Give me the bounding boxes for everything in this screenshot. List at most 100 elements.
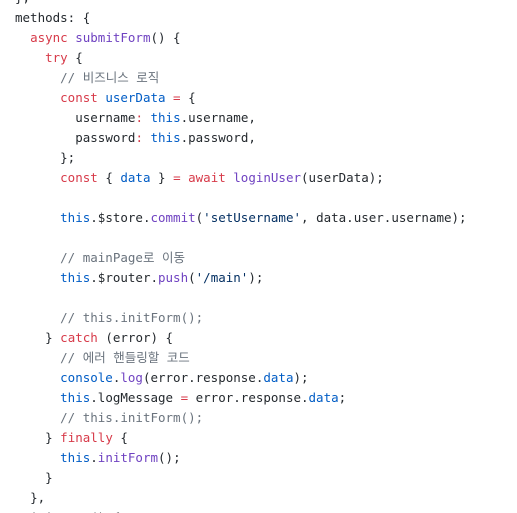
code-indent bbox=[15, 70, 60, 85]
code-line: // this.initForm(); bbox=[15, 408, 517, 428]
code-token-method: commit bbox=[150, 210, 196, 225]
code-indent bbox=[15, 90, 60, 105]
code-token-plain: .$store. bbox=[90, 210, 151, 225]
code-token-plain: (error.response. bbox=[142, 370, 264, 385]
code-token-comment: // 에러 핸들링할 코드 bbox=[60, 350, 190, 365]
code-indent bbox=[15, 210, 60, 225]
code-token-plain: () { bbox=[150, 30, 181, 45]
code-token-plain: ; bbox=[338, 390, 347, 405]
code-token-comment: // 비즈니스 로직 bbox=[60, 70, 160, 85]
code-line: }, bbox=[15, 0, 517, 8]
code-token-prop: this bbox=[60, 210, 91, 225]
code-token-keyword: try bbox=[45, 50, 68, 65]
code-token-string: 'setUsername' bbox=[203, 210, 302, 225]
code-token-keyword: catch bbox=[60, 330, 98, 345]
code-line: password: this.password, bbox=[15, 128, 517, 148]
code-indent bbox=[15, 310, 60, 325]
code-line: // this.initForm(); bbox=[15, 308, 517, 328]
code-indent bbox=[15, 110, 75, 125]
code-line: // 에러 핸들링할 코드 bbox=[15, 348, 517, 368]
code-line bbox=[15, 188, 517, 208]
code-token-keyword: = bbox=[165, 90, 189, 105]
code-token-plain: }, bbox=[15, 0, 30, 5]
code-line bbox=[15, 288, 517, 308]
code-token-keyword: : bbox=[135, 130, 151, 145]
code-line: } bbox=[15, 468, 517, 488]
code-token-plain: (userData); bbox=[301, 170, 384, 185]
code-token-keyword: = bbox=[180, 390, 189, 405]
code-line: async submitForm() { bbox=[15, 28, 517, 48]
code-line: const userData = { bbox=[15, 88, 517, 108]
code-line: this.$store.commit('setUsername', data.u… bbox=[15, 208, 517, 228]
code-line: }; bbox=[15, 148, 517, 168]
code-indent bbox=[15, 350, 60, 365]
code-line: this.initForm(); bbox=[15, 448, 517, 468]
code-token-plain: }, bbox=[30, 490, 46, 505]
code-token-keyword: async bbox=[30, 30, 76, 45]
code-indent bbox=[15, 270, 60, 285]
code-line: console.log(error.response.data); bbox=[15, 368, 517, 388]
code-token-string: '/main' bbox=[195, 270, 249, 285]
code-token-prop: data bbox=[263, 370, 294, 385]
code-indent bbox=[15, 130, 75, 145]
code-token-plain: initForm() { bbox=[30, 510, 120, 513]
code-token-prop: data bbox=[308, 390, 339, 405]
code-indent bbox=[15, 50, 45, 65]
code-token-prop: this bbox=[150, 110, 181, 125]
code-token-plain: }; bbox=[60, 150, 76, 165]
code-token-method: loginUser bbox=[233, 170, 302, 185]
code-token-comment: // this.initForm(); bbox=[60, 310, 204, 325]
code-token-comment: // this.initForm(); bbox=[60, 410, 204, 425]
code-token-keyword: : bbox=[135, 110, 151, 125]
code-token-prop: data bbox=[120, 170, 151, 185]
code-line: // mainPage로 이동 bbox=[15, 248, 517, 268]
code-token-plain: error.response. bbox=[188, 390, 309, 405]
code-token-plain: .password, bbox=[180, 130, 256, 145]
code-token-prop: this bbox=[60, 270, 91, 285]
code-token-prop: this bbox=[60, 390, 91, 405]
code-line: initForm() { bbox=[15, 508, 517, 513]
code-token-plain: . bbox=[90, 450, 98, 465]
code-token-plain: ); bbox=[248, 270, 264, 285]
code-indent bbox=[15, 250, 60, 265]
code-line: methods: { bbox=[15, 8, 517, 28]
code-indent bbox=[15, 170, 60, 185]
code-token-comment: // mainPage로 이동 bbox=[60, 250, 185, 265]
code-line: this.logMessage = error.response.data; bbox=[15, 388, 517, 408]
code-indent bbox=[15, 450, 60, 465]
code-token-plain: } bbox=[45, 470, 53, 485]
code-token-plain: username bbox=[75, 110, 136, 125]
code-token-prop: this bbox=[150, 130, 181, 145]
code-token-plain: ( bbox=[188, 270, 196, 285]
code-line: this.$router.push('/main'); bbox=[15, 268, 517, 288]
code-token-prop: this bbox=[60, 450, 91, 465]
code-token-plain: .username, bbox=[180, 110, 256, 125]
code-token-method: submitForm bbox=[75, 30, 151, 45]
code-indent bbox=[15, 330, 45, 345]
code-token-prop: console bbox=[60, 370, 113, 385]
code-token-method: push bbox=[158, 270, 189, 285]
code-token-plain: (); bbox=[158, 450, 181, 465]
code-token-plain: { bbox=[188, 90, 196, 105]
code-token-plain: password bbox=[75, 130, 136, 145]
code-indent bbox=[15, 490, 30, 505]
code-lines: },methods: { async submitForm() { try { … bbox=[15, 0, 517, 513]
code-token-keyword: const bbox=[60, 170, 106, 185]
code-indent bbox=[15, 390, 60, 405]
code-indent bbox=[15, 30, 30, 45]
code-token-keyword: finally bbox=[60, 430, 113, 445]
code-line: try { bbox=[15, 48, 517, 68]
code-token-plain: ); bbox=[293, 370, 309, 385]
code-token-method: initForm bbox=[97, 450, 159, 465]
code-token-plain: } bbox=[45, 330, 61, 345]
code-token-keyword: const bbox=[60, 90, 106, 105]
code-indent bbox=[15, 410, 60, 425]
code-token-plain: methods: { bbox=[15, 10, 91, 25]
code-token-plain: . bbox=[112, 370, 121, 385]
code-token-plain: { bbox=[112, 430, 128, 445]
code-indent bbox=[15, 430, 45, 445]
code-token-plain: , data.user.username); bbox=[301, 210, 467, 225]
code-token-plain: } bbox=[150, 170, 174, 185]
code-line: username: this.username, bbox=[15, 108, 517, 128]
